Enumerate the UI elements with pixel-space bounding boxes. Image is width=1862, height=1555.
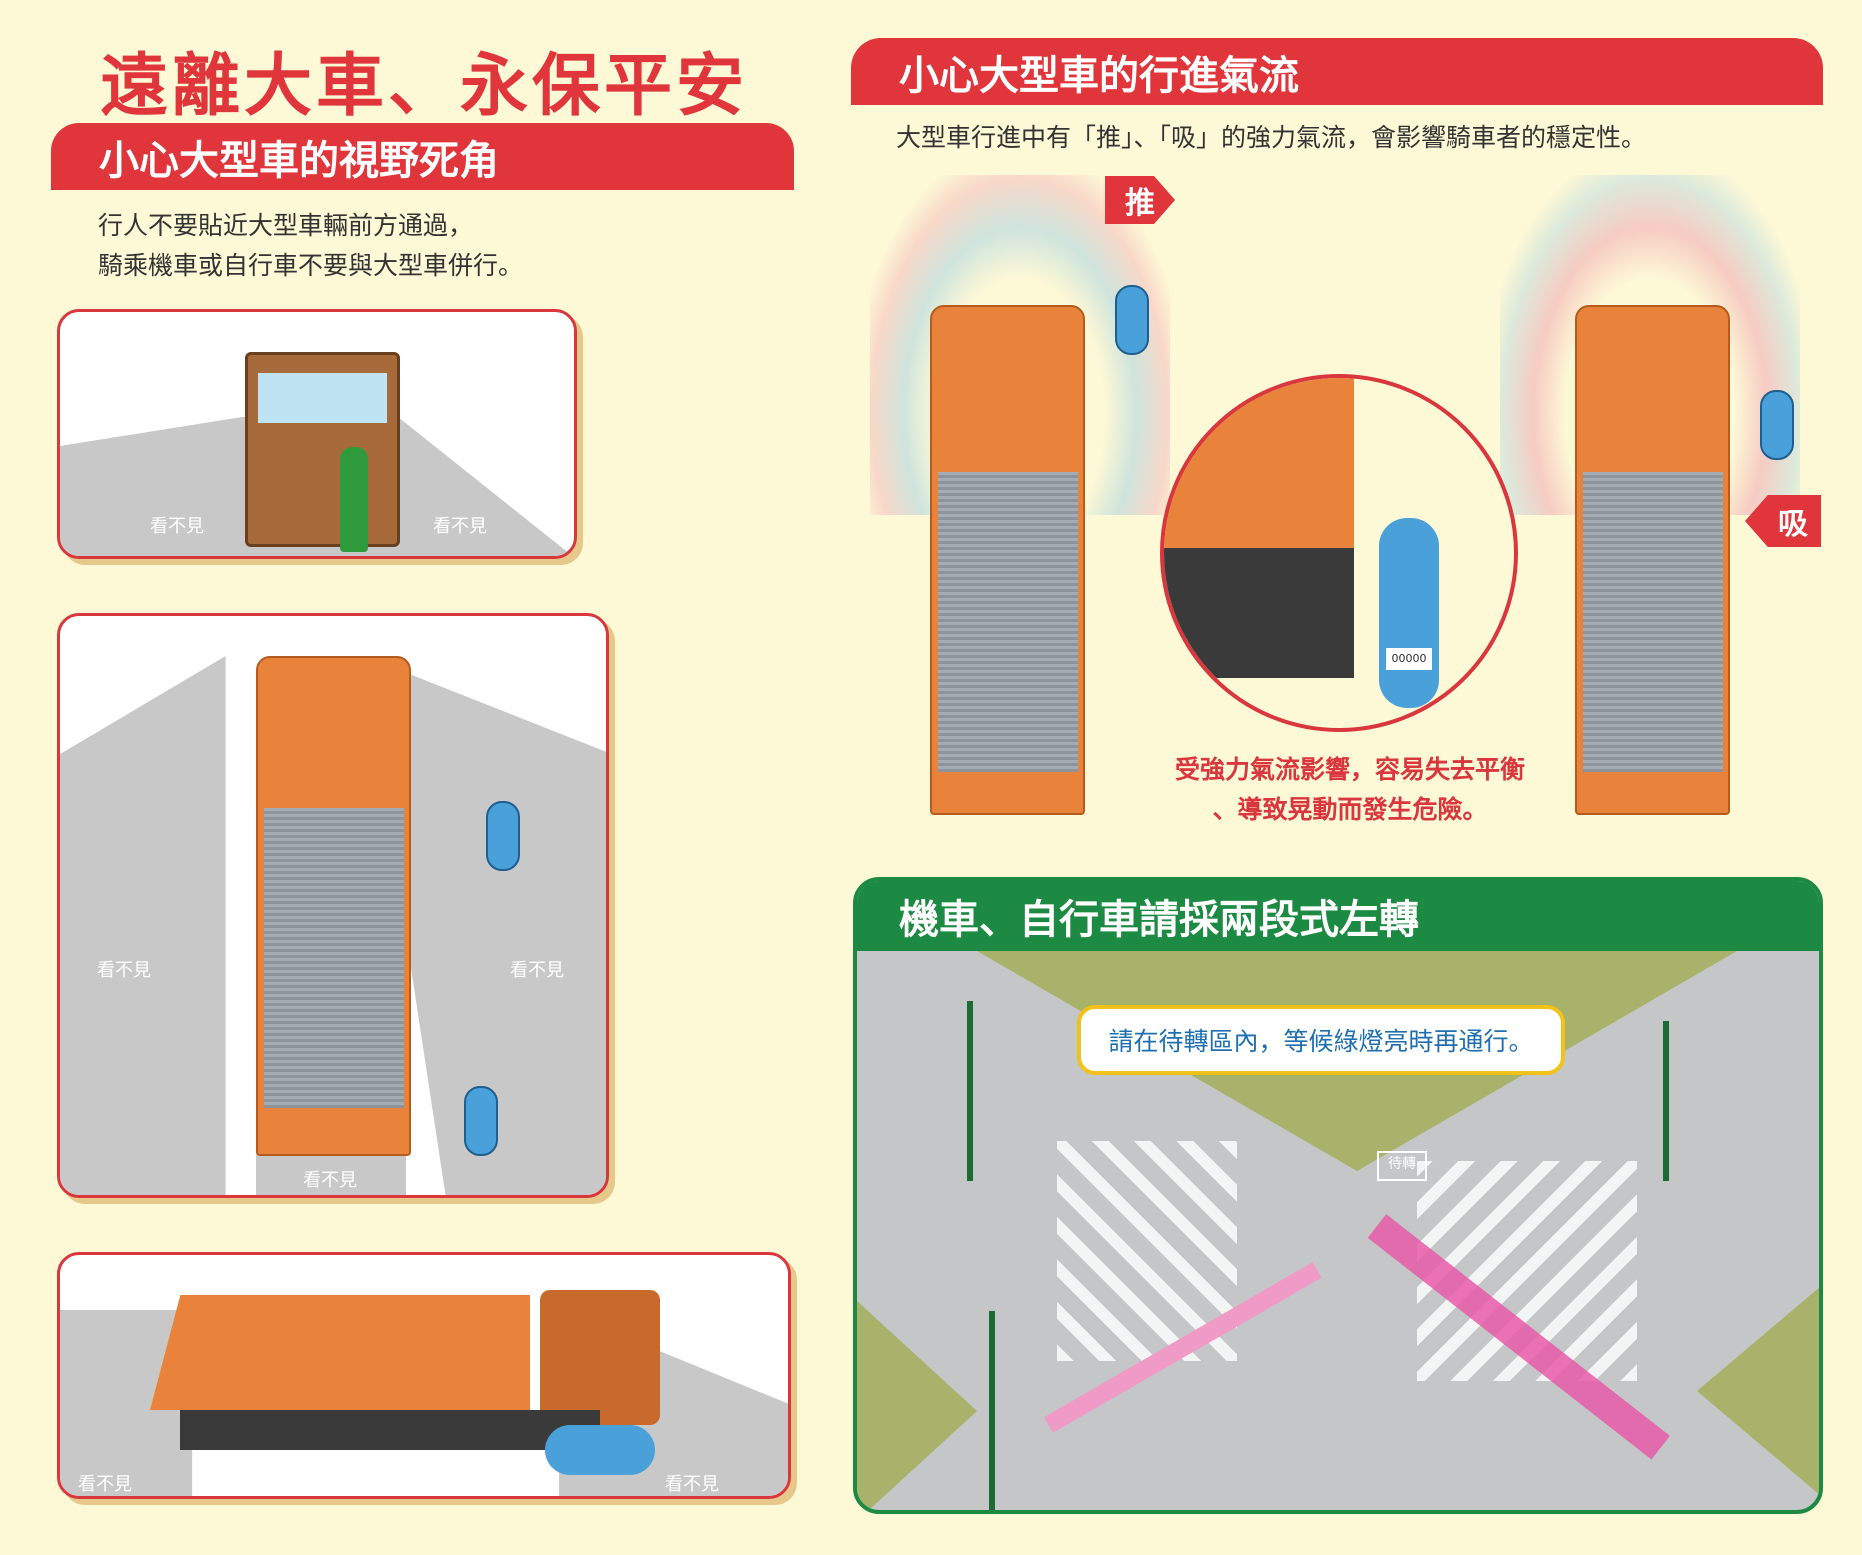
- grass-left: [857, 1301, 977, 1510]
- motorcycle: [486, 801, 520, 871]
- license-plate: 00000: [1386, 648, 1432, 670]
- traffic-light: [967, 1001, 973, 1181]
- truck-chassis: [180, 1410, 600, 1450]
- traffic-light: [989, 1311, 995, 1510]
- truck-cab: [540, 1290, 660, 1425]
- dump-bed: [150, 1295, 530, 1410]
- grass-right: [1697, 1281, 1819, 1501]
- truck-top-push: [930, 305, 1085, 815]
- closeup-circle: 00000: [1160, 374, 1518, 732]
- airflow-desc: 大型車行進中有「推」、「吸」的強力氣流，會影響騎車者的穩定性。: [896, 123, 1647, 152]
- blind-label: 看不見: [150, 516, 204, 537]
- blind-spot-desc: 行人不要貼近大型車輛前方通過， 騎乘機車或自行車不要與大型車併行。: [98, 206, 523, 286]
- desc-line: 行人不要貼近大型車輛前方通過，: [98, 211, 474, 240]
- blind-area-left: [60, 656, 226, 1195]
- desc-line: 騎乘機車或自行車不要與大型車併行。: [98, 251, 524, 280]
- pedestrian: [340, 447, 368, 552]
- motorcycle: [1760, 390, 1794, 460]
- top-view-blind-spot-panel: 看不見 看不見 看不見: [57, 613, 609, 1198]
- motorcycle: [1115, 285, 1149, 355]
- instruction-bubble: 請在待轉區內，等候綠燈亮時再通行。: [1077, 1005, 1565, 1075]
- waiting-box: 待轉: [1377, 1151, 1427, 1181]
- blind-label: 看不見: [433, 516, 487, 537]
- blind-label: 看不見: [303, 1170, 357, 1191]
- front-blind-spot-panel: 看不見 看不見: [57, 309, 577, 559]
- side-blind-spot-panel: 看不見 看不見: [57, 1252, 791, 1499]
- warning-line: 、導致晃動而發生危險。: [1212, 795, 1488, 824]
- blind-label: 看不見: [78, 1474, 132, 1495]
- truck-top: [256, 656, 411, 1156]
- warning-line: 受強力氣流影響，容易失去平衡: [1174, 755, 1525, 784]
- blind-spot-heading: 小心大型車的視野死角: [51, 123, 794, 190]
- airflow-heading: 小心大型車的行進氣流: [851, 38, 1823, 105]
- scooter-rider: [545, 1425, 655, 1475]
- blind-label: 看不見: [97, 960, 151, 981]
- two-stage-heading: 機車、自行車請採兩段式左轉: [857, 881, 1819, 951]
- blind-label: 看不見: [665, 1474, 719, 1495]
- blind-label: 看不見: [510, 960, 564, 981]
- airflow-warning: 受強力氣流影響，容易失去平衡 、導致晃動而發生危險。: [1100, 750, 1600, 830]
- two-stage-turn-panel: 機車、自行車請採兩段式左轉 待轉: [853, 877, 1823, 1514]
- motorcycle: [464, 1086, 498, 1156]
- truck-front: [245, 352, 400, 547]
- truck-top-suck: [1575, 305, 1730, 815]
- main-title: 遠離大車、永保平安: [100, 47, 749, 126]
- suck-label: 吸: [1778, 507, 1808, 542]
- traffic-light: [1663, 1021, 1669, 1181]
